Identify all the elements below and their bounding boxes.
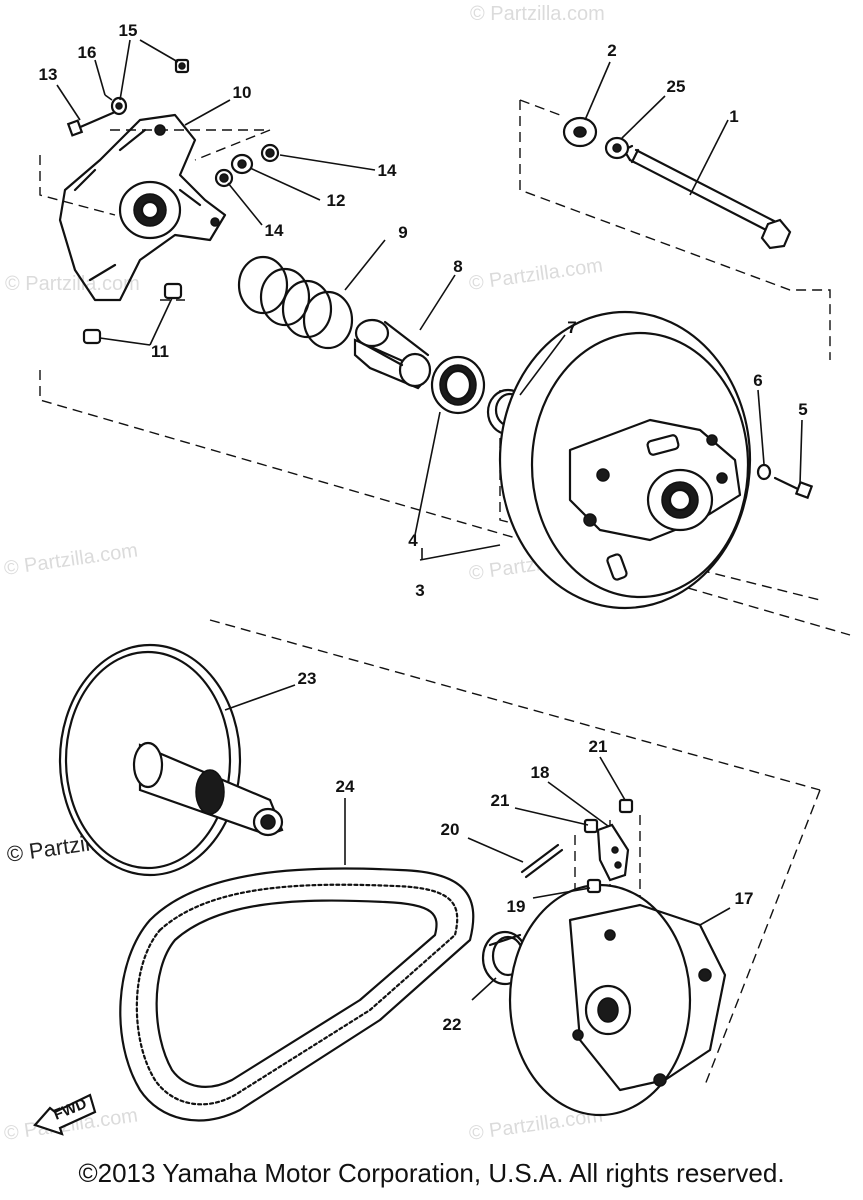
nut-part-21-upper	[618, 798, 634, 814]
nut-part-11-upper	[163, 282, 183, 300]
pin-part-19	[586, 878, 602, 894]
label-5: 5	[798, 400, 807, 419]
watermark: © Partzilla.com	[468, 254, 605, 295]
label-21-upper: 21	[589, 737, 608, 756]
leader-lines	[56, 39, 803, 1001]
sheave-part-17	[508, 883, 727, 1117]
label-6: 6	[753, 371, 762, 390]
sleeve-part-8	[353, 318, 432, 390]
spring-part-9	[237, 255, 354, 350]
nut-part-15	[174, 58, 190, 74]
nut-part-11-lower	[82, 328, 102, 345]
label-15: 15	[119, 21, 138, 40]
bolt-part-5	[773, 476, 814, 500]
label-20: 20	[441, 820, 460, 839]
watermark: © Partzilla.com	[5, 273, 140, 295]
label-16: 16	[78, 43, 97, 62]
label-8: 8	[453, 257, 462, 276]
label-14-lower: 14	[265, 221, 284, 240]
pin-part-20	[520, 843, 564, 879]
copyright-footer: ©2013 Yamaha Motor Corporation, U.S.A. A…	[78, 1158, 785, 1188]
label-21-lower: 21	[491, 791, 510, 810]
bushing-part-12	[230, 153, 254, 175]
label-23: 23	[298, 669, 317, 688]
label-11: 11	[151, 342, 169, 361]
bracket-part-10	[58, 113, 227, 302]
nut-part-21-lower	[583, 818, 599, 834]
label-4: 4	[408, 531, 418, 550]
label-22: 22	[443, 1015, 462, 1034]
bolt-part-1	[622, 144, 792, 250]
label-7: 7	[567, 318, 576, 337]
label-13: 13	[39, 65, 58, 84]
assembly-boundary-lines	[39, 99, 851, 1086]
label-2: 2	[607, 41, 616, 60]
label-9: 9	[398, 223, 407, 242]
belt-part-24	[119, 867, 475, 1122]
label-14-upper: 14	[378, 161, 397, 180]
sheave-part-23	[58, 643, 284, 877]
label-1: 1	[729, 107, 738, 126]
watermark: © Partzilla.com	[470, 3, 605, 25]
label-3: 3	[415, 581, 424, 600]
part-labels: 1 2 25 13 16 15 10 14 12 14 9 8 7 11 6 5…	[39, 21, 808, 1034]
bushing-part-14-lower	[214, 168, 234, 188]
label-24: 24	[336, 777, 355, 796]
label-17: 17	[735, 889, 754, 908]
label-25: 25	[667, 77, 686, 96]
ramp-part-18	[596, 823, 630, 882]
washer-part-16	[110, 96, 128, 116]
washer-part-6	[756, 463, 772, 481]
washer-part-25	[604, 136, 630, 160]
watermark: © Partzilla.com	[3, 539, 140, 580]
bolt-part-13	[66, 110, 117, 137]
washer-part-2	[562, 116, 598, 148]
label-12: 12	[327, 191, 346, 210]
label-18: 18	[531, 763, 550, 782]
bearing-part-4	[430, 355, 486, 415]
label-19: 19	[507, 897, 526, 916]
drum-part-3	[498, 310, 752, 610]
label-10: 10	[233, 83, 252, 102]
bushing-part-14-upper	[260, 143, 280, 163]
